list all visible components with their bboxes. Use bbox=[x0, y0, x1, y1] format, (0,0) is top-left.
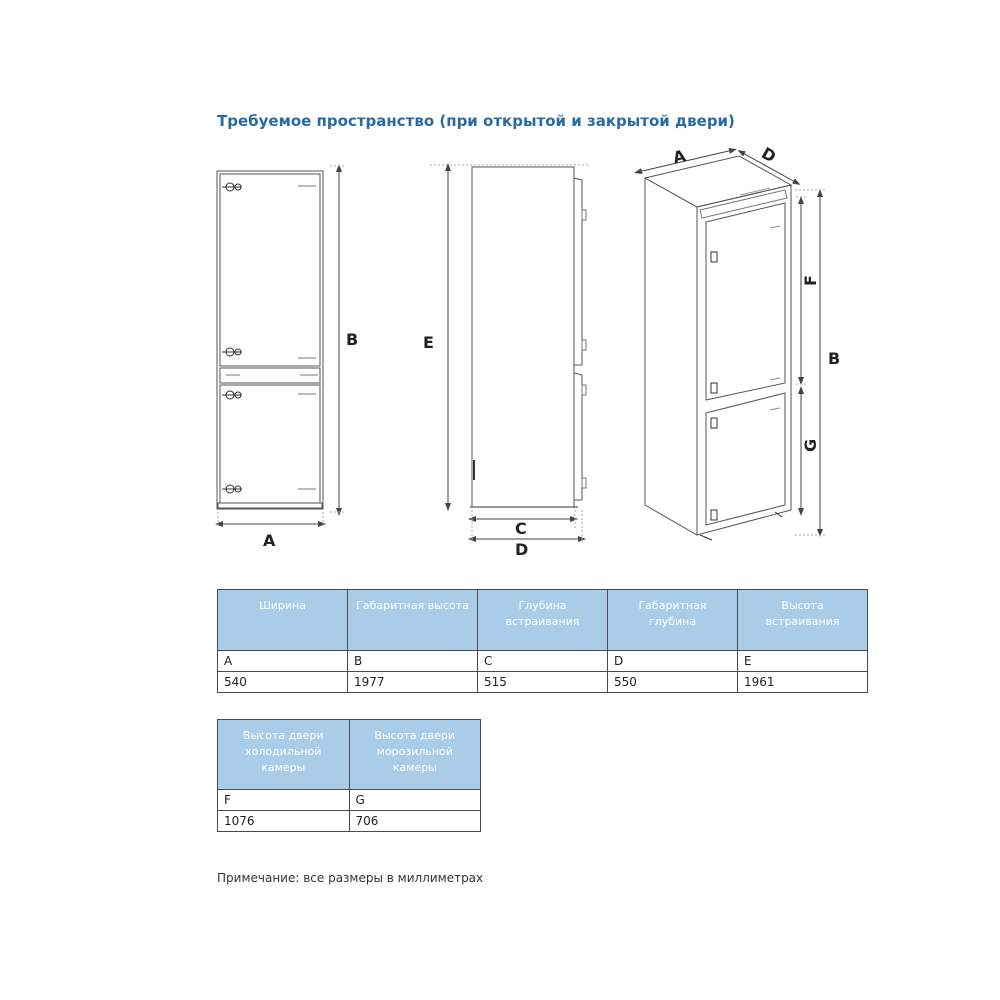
table-cell: 1977 bbox=[347, 671, 478, 693]
side-label-depth-outer: D bbox=[515, 540, 528, 559]
front-label-height: B bbox=[346, 330, 358, 349]
page-title: Требуемое пространство (при открытой и з… bbox=[217, 112, 735, 130]
dimension-diagram: B A E C D bbox=[215, 143, 840, 559]
table-cell: 540 bbox=[217, 671, 348, 693]
table-header-cell: Глубина встраивания bbox=[477, 589, 608, 651]
table-header-cell: Высота двери холодильной камеры bbox=[217, 719, 350, 790]
iso-label-total-height: B bbox=[828, 349, 840, 368]
table-row-values: 540 1977 515 550 1961 bbox=[217, 671, 868, 693]
table-cell: 515 bbox=[477, 671, 608, 693]
table-cell: 1076 bbox=[217, 810, 350, 832]
table-row-values: 1076 706 bbox=[217, 810, 481, 832]
iso-label-width: A bbox=[671, 146, 688, 167]
footnote: Примечание: все размеры в миллиметрах bbox=[217, 871, 484, 885]
isometric-view bbox=[634, 147, 826, 541]
table-header-cell: Высота встраивания bbox=[737, 589, 868, 651]
table-cell: 1961 bbox=[737, 671, 868, 693]
table-cell: A bbox=[217, 650, 348, 672]
table-header-row: Ширина Габаритная высота Глубина встраив… bbox=[217, 589, 868, 651]
table-cell: D bbox=[607, 650, 738, 672]
dimensions-table-main: Ширина Габаритная высота Глубина встраив… bbox=[217, 589, 868, 693]
iso-label-freezer-door: G bbox=[801, 439, 820, 452]
table-cell: B bbox=[347, 650, 478, 672]
table-cell: 550 bbox=[607, 671, 738, 693]
table-cell: E bbox=[737, 650, 868, 672]
table-cell: C bbox=[477, 650, 608, 672]
table-header-cell: Габаритная высота bbox=[347, 589, 478, 651]
dimensions-table-doors: Высота двери холодильной камеры Высота д… bbox=[217, 719, 481, 832]
side-label-height: E bbox=[423, 333, 434, 352]
table-row-letters: A B C D E bbox=[217, 650, 868, 672]
table-header-row: Высота двери холодильной камеры Высота д… bbox=[217, 719, 481, 790]
front-label-width: A bbox=[263, 531, 276, 550]
table-cell: F bbox=[217, 789, 350, 811]
table-header-cell: Высота двери морозильной камеры bbox=[348, 719, 481, 790]
iso-label-fridge-door: F bbox=[801, 275, 820, 286]
table-cell: G bbox=[348, 789, 481, 811]
table-header-cell: Габаритная глубина bbox=[607, 589, 738, 651]
side-view bbox=[430, 163, 590, 543]
front-view bbox=[215, 164, 344, 528]
table-row-letters: F G bbox=[217, 789, 481, 811]
table-cell: 706 bbox=[348, 810, 481, 832]
side-label-depth-inner: C bbox=[515, 519, 527, 538]
table-header-cell: Ширина bbox=[217, 589, 348, 651]
